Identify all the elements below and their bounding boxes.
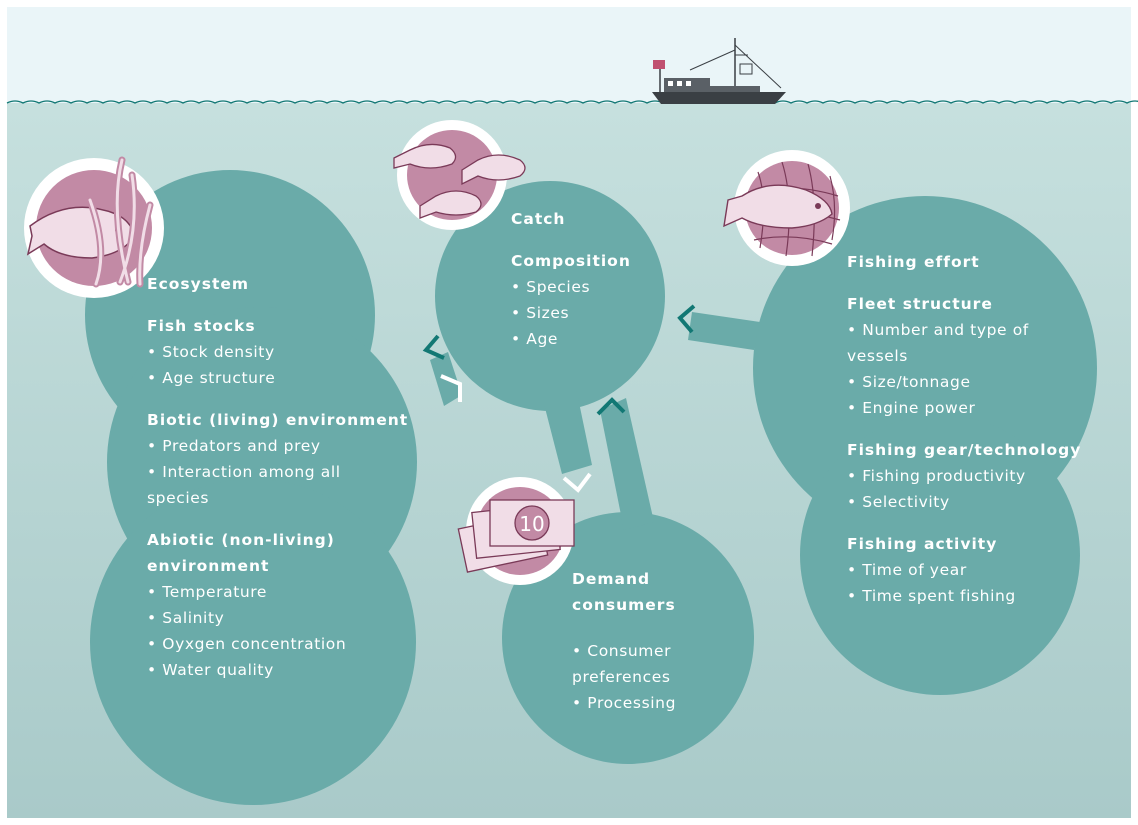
list-item: Fishing productivity <box>847 463 1081 489</box>
abiotic-heading: Abiotic (non-living) environment <box>147 531 335 575</box>
connector-effort-catch <box>688 312 760 350</box>
list-item: Water quality <box>147 657 408 683</box>
catch-text: Catch Composition Species Sizes Age <box>511 206 631 352</box>
biotic-heading: Biotic (living) environment <box>147 411 409 429</box>
effort-title: Fishing effort <box>847 253 980 271</box>
list-item: Number and type of vessels <box>847 317 1062 369</box>
arrow-into-catch-from-effort <box>677 304 696 334</box>
catch-title: Catch <box>511 210 566 228</box>
list-item: Oyxgen concentration <box>147 631 408 657</box>
list-item: Sizes <box>511 300 631 326</box>
list-item: Interaction among all species <box>147 459 347 511</box>
fleet-structure-heading: Fleet structure <box>847 295 993 313</box>
sky <box>7 7 1131 103</box>
fish-in-net-icon <box>723 150 850 266</box>
list-item: Salinity <box>147 605 408 631</box>
connector-catch-demand <box>544 388 592 474</box>
school-of-fish-icon <box>393 120 526 230</box>
list-item: Species <box>511 274 631 300</box>
list-item: Stock density <box>147 339 408 365</box>
list-item: Age <box>511 326 631 352</box>
list-item: Time of year <box>847 557 1081 583</box>
ecosystem-title: Ecosystem <box>147 275 250 293</box>
list-item: Age structure <box>147 365 408 391</box>
fishing-boat-icon <box>652 38 786 104</box>
arrow-into-catch-from-demand <box>596 397 626 416</box>
list-item: Time spent fishing <box>847 583 1081 609</box>
effort-text: Fishing effort Fleet structure Number an… <box>847 249 1081 609</box>
list-item: Consumer preferences <box>572 638 702 690</box>
connector-demand-catch <box>600 398 654 530</box>
flow-arrows <box>422 304 696 493</box>
arrow-into-catch-from-ecosystem <box>422 334 445 360</box>
list-item: Temperature <box>147 579 408 605</box>
arrow-into-ecosystem-from-catch <box>440 374 462 402</box>
banknotes-icon: 10 <box>457 477 575 585</box>
list-item: Size/tonnage <box>847 369 1081 395</box>
list-item: Predators and prey <box>147 433 408 459</box>
list-item: Engine power <box>847 395 1081 421</box>
banknote-value: 10 <box>519 512 544 536</box>
fishing-activity-heading: Fishing activity <box>847 535 998 553</box>
list-item: Selectivity <box>847 489 1081 515</box>
list-item: Processing <box>572 690 702 716</box>
fishing-gear-heading: Fishing gear/technology <box>847 441 1082 459</box>
fish-in-seaweed-icon <box>24 156 164 298</box>
demand-title: Demand consumers <box>572 570 676 614</box>
ecosystem-text: Ecosystem Fish stocks Stock density Age … <box>147 271 408 683</box>
water-surface-line <box>6 100 1138 104</box>
demand-text: Demand consumers Consumer preferences Pr… <box>572 566 702 716</box>
composition-heading: Composition <box>511 252 631 270</box>
fish-stocks-heading: Fish stocks <box>147 317 256 335</box>
arrow-into-demand-from-catch <box>562 472 592 493</box>
